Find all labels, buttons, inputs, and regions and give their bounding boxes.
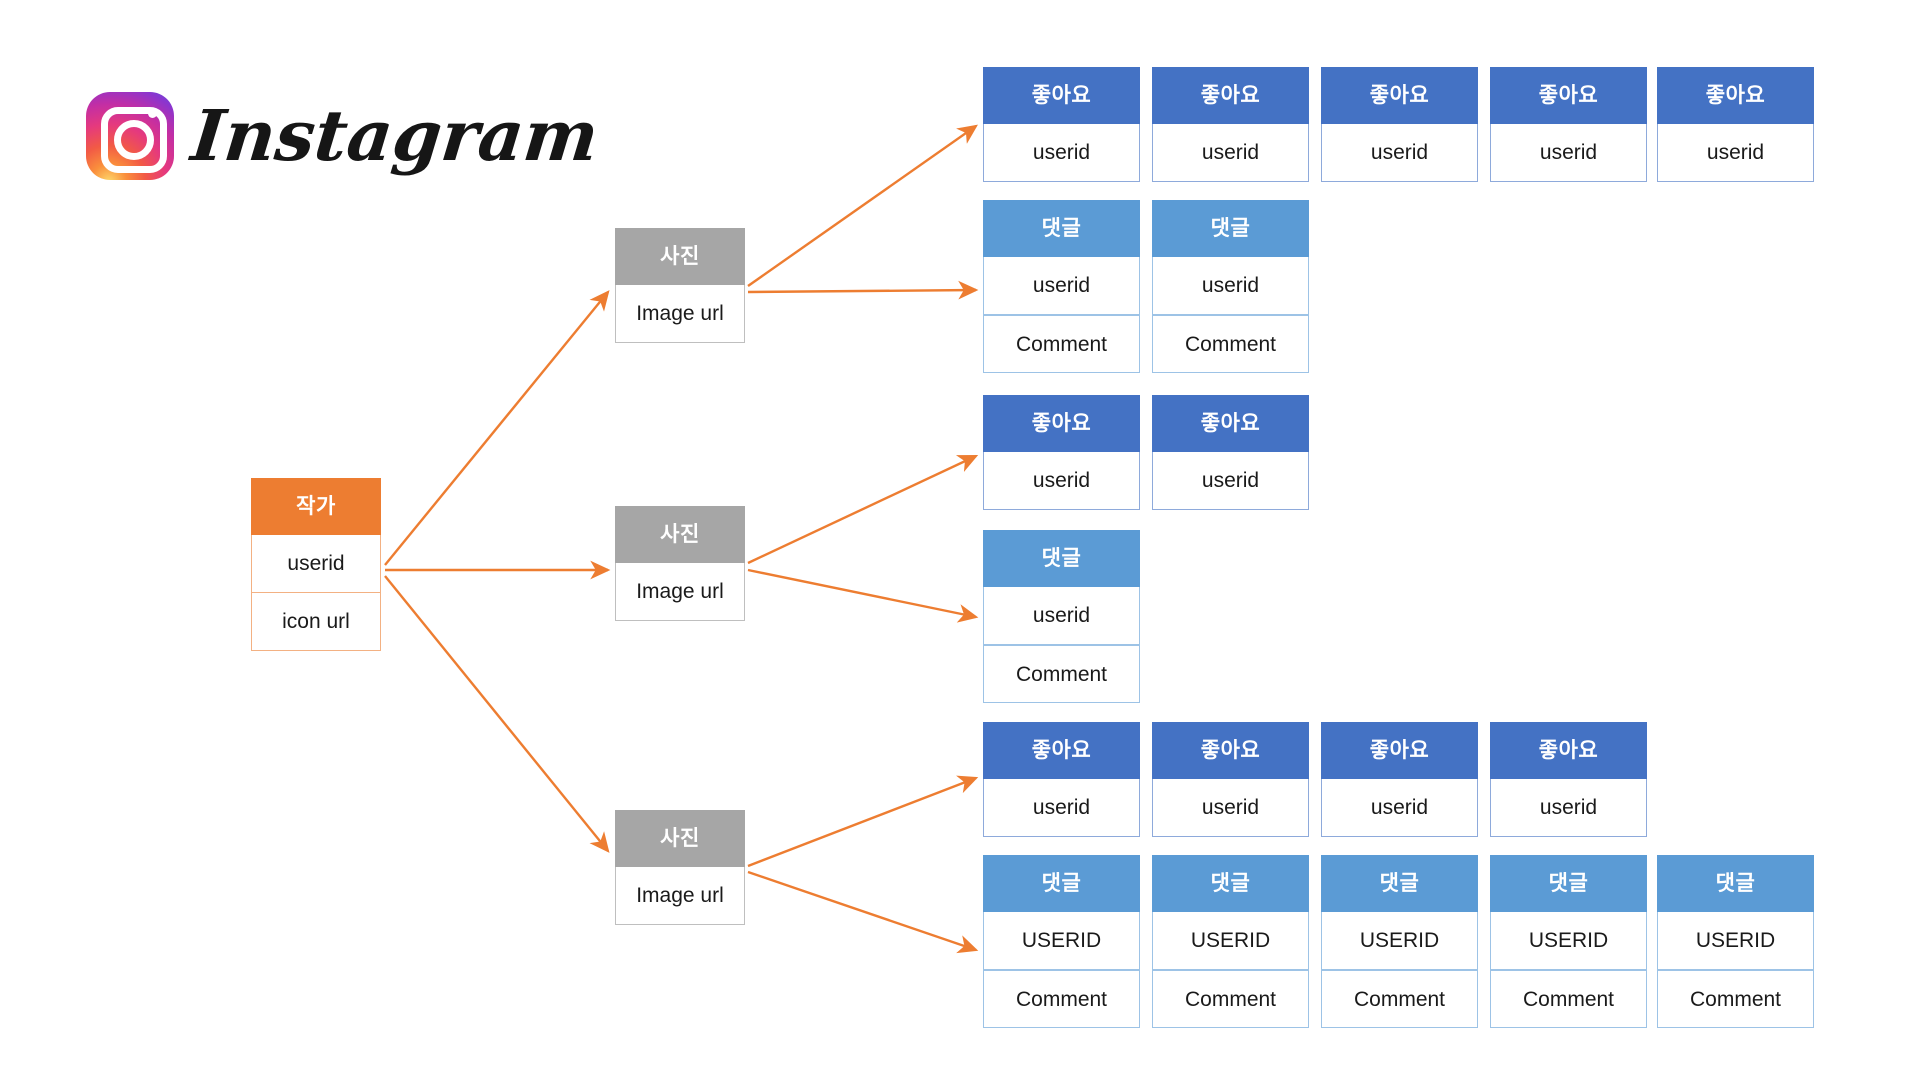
connector-author-to-photo-3 xyxy=(384,575,610,853)
comment-node-3-4: 댓글 USERID Comment xyxy=(1490,855,1647,1028)
comment-node-3-2: 댓글 USERID Comment xyxy=(1152,855,1309,1028)
connector-photo-2-to-comments xyxy=(747,568,979,623)
comment-node-3-1-header: 댓글 xyxy=(983,855,1140,912)
like-node-3-3: 좋아요 userid xyxy=(1321,722,1478,837)
camera-body-shape xyxy=(101,107,167,173)
photo-node-1-header: 사진 xyxy=(615,228,745,285)
like-node-3-4-header: 좋아요 xyxy=(1490,722,1647,779)
like-node-3-1: 좋아요 userid xyxy=(983,722,1140,837)
comment-node-3-5-field-userid: USERID xyxy=(1657,912,1814,970)
like-node-3-4: 좋아요 userid xyxy=(1490,722,1647,837)
comment-node-3-4-field-userid: USERID xyxy=(1490,912,1647,970)
connector-photo-2-to-likes xyxy=(747,454,979,565)
comment-node-1-1: 댓글 userid Comment xyxy=(983,200,1140,373)
like-node-3-2-header: 좋아요 xyxy=(1152,722,1309,779)
connector-photo-3-to-comments xyxy=(747,870,979,954)
author-node: 작가 userid icon url xyxy=(251,478,381,651)
like-node-1-4: 좋아요 userid xyxy=(1490,67,1647,182)
comment-node-1-1-field-comment: Comment xyxy=(983,315,1140,373)
like-node-1-5-header: 좋아요 xyxy=(1657,67,1814,124)
photo-node-2: 사진 Image url xyxy=(615,506,745,621)
photo-node-1: 사진 Image url xyxy=(615,228,745,343)
comment-node-3-4-header: 댓글 xyxy=(1490,855,1647,912)
like-node-1-1-field-userid: userid xyxy=(983,124,1140,182)
comment-node-3-1-field-userid: USERID xyxy=(983,912,1140,970)
like-node-2-1-field-userid: userid xyxy=(983,452,1140,510)
like-node-1-4-field-userid: userid xyxy=(1490,124,1647,182)
photo-node-2-field-image-url: Image url xyxy=(615,563,745,621)
photo-node-3-header: 사진 xyxy=(615,810,745,867)
like-node-3-1-header: 좋아요 xyxy=(983,722,1140,779)
instagram-camera-icon xyxy=(86,92,174,180)
connector-photo-1-to-comments xyxy=(747,280,979,300)
comment-node-1-2: 댓글 userid Comment xyxy=(1152,200,1309,373)
comment-node-3-5-field-comment: Comment xyxy=(1657,970,1814,1028)
connector-author-to-photo-1 xyxy=(384,290,610,566)
author-field-icon-url: icon url xyxy=(251,593,381,651)
like-node-1-2: 좋아요 userid xyxy=(1152,67,1309,182)
author-node-header: 작가 xyxy=(251,478,381,535)
like-node-2-1: 좋아요 userid xyxy=(983,395,1140,510)
like-node-2-1-header: 좋아요 xyxy=(983,395,1140,452)
comment-node-2-1-field-userid: userid xyxy=(983,587,1140,645)
comment-node-3-2-field-comment: Comment xyxy=(1152,970,1309,1028)
comment-node-1-1-field-userid: userid xyxy=(983,257,1140,315)
like-node-3-2-field-userid: userid xyxy=(1152,779,1309,837)
comment-node-1-2-field-userid: userid xyxy=(1152,257,1309,315)
like-node-1-2-field-userid: userid xyxy=(1152,124,1309,182)
like-node-3-1-field-userid: userid xyxy=(983,779,1140,837)
like-node-3-4-field-userid: userid xyxy=(1490,779,1647,837)
like-node-1-3-header: 좋아요 xyxy=(1321,67,1478,124)
like-node-3-3-field-userid: userid xyxy=(1321,779,1478,837)
camera-flash-dot xyxy=(148,109,157,118)
like-node-1-3: 좋아요 userid xyxy=(1321,67,1478,182)
comment-node-1-1-header: 댓글 xyxy=(983,200,1140,257)
instagram-brand-lockup: Instagram xyxy=(86,92,603,180)
like-node-3-2: 좋아요 userid xyxy=(1152,722,1309,837)
like-node-1-1-header: 좋아요 xyxy=(983,67,1140,124)
comment-node-2-1-field-comment: Comment xyxy=(983,645,1140,703)
comment-node-3-2-field-userid: USERID xyxy=(1152,912,1309,970)
like-node-1-5-field-userid: userid xyxy=(1657,124,1814,182)
comment-node-3-3-header: 댓글 xyxy=(1321,855,1478,912)
like-node-3-3-header: 좋아요 xyxy=(1321,722,1478,779)
like-node-2-2-field-userid: userid xyxy=(1152,452,1309,510)
like-node-2-2: 좋아요 userid xyxy=(1152,395,1309,510)
photo-node-1-field-image-url: Image url xyxy=(615,285,745,343)
author-field-userid: userid xyxy=(251,535,381,593)
comment-node-2-1-header: 댓글 xyxy=(983,530,1140,587)
comment-node-1-2-field-comment: Comment xyxy=(1152,315,1309,373)
comment-node-3-5: 댓글 USERID Comment xyxy=(1657,855,1814,1028)
like-node-1-3-field-userid: userid xyxy=(1321,124,1478,182)
connector-photo-3-to-likes xyxy=(747,775,979,868)
comment-node-3-3-field-userid: USERID xyxy=(1321,912,1478,970)
comment-node-2-1: 댓글 userid Comment xyxy=(983,530,1140,703)
like-node-1-5: 좋아요 userid xyxy=(1657,67,1814,182)
comment-node-3-1-field-comment: Comment xyxy=(983,970,1140,1028)
like-node-1-2-header: 좋아요 xyxy=(1152,67,1309,124)
like-node-1-4-header: 좋아요 xyxy=(1490,67,1647,124)
photo-node-3-field-image-url: Image url xyxy=(615,867,745,925)
comment-node-3-3-field-comment: Comment xyxy=(1321,970,1478,1028)
photo-node-2-header: 사진 xyxy=(615,506,745,563)
comment-node-3-4-field-comment: Comment xyxy=(1490,970,1647,1028)
comment-node-3-1: 댓글 USERID Comment xyxy=(983,855,1140,1028)
comment-node-3-2-header: 댓글 xyxy=(1152,855,1309,912)
connector-photo-1-to-likes xyxy=(747,124,978,287)
like-node-2-2-header: 좋아요 xyxy=(1152,395,1309,452)
comment-node-3-3: 댓글 USERID Comment xyxy=(1321,855,1478,1028)
comment-node-3-5-header: 댓글 xyxy=(1657,855,1814,912)
instagram-wordmark: Instagram xyxy=(187,94,603,177)
like-node-1-1: 좋아요 userid xyxy=(983,67,1140,182)
comment-node-1-2-header: 댓글 xyxy=(1152,200,1309,257)
photo-node-3: 사진 Image url xyxy=(615,810,745,925)
camera-lens-shape xyxy=(114,120,154,160)
